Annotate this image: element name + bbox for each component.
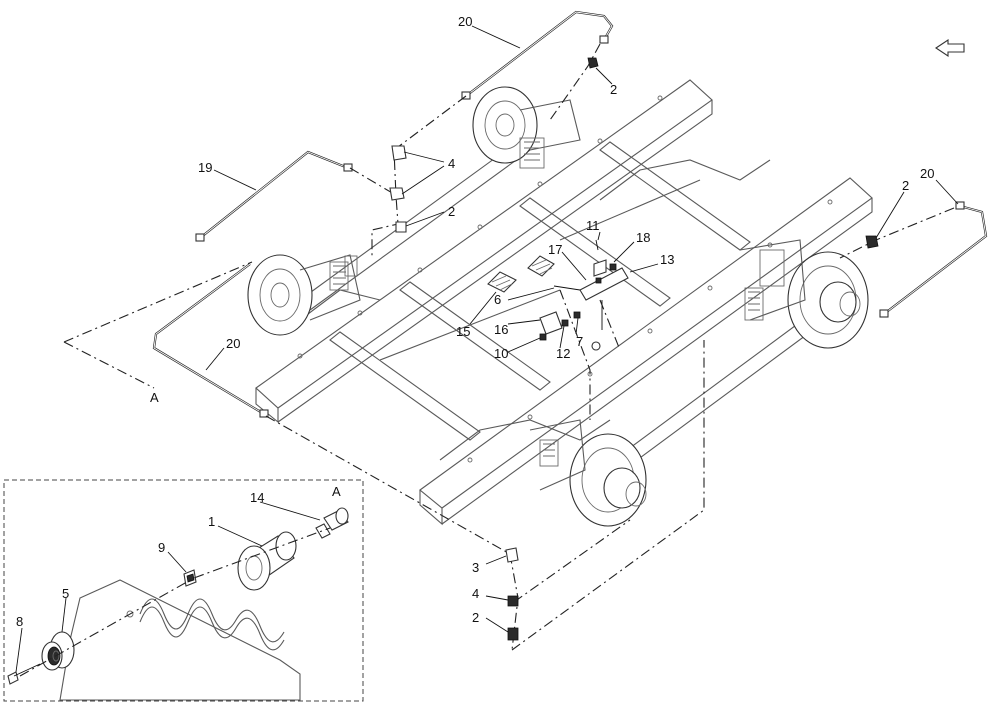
callout-2-bottom: 2	[472, 610, 479, 625]
callout-19: 19	[198, 160, 212, 175]
callout-12: 12	[556, 346, 570, 361]
brake-drum-left	[247, 254, 361, 336]
brake-lines	[152, 10, 988, 418]
fittings	[389, 57, 879, 641]
callout-1: 1	[208, 514, 215, 529]
leader-lines	[205, 25, 959, 633]
brake-drum-top	[472, 86, 581, 169]
callout-14: 14	[250, 490, 264, 505]
brake-drum-bottom	[529, 419, 647, 527]
callout-a-detail: A	[332, 484, 341, 499]
part-14-fitting	[315, 507, 349, 539]
callout-15: 15	[456, 324, 470, 339]
callout-2-top: 2	[610, 82, 617, 97]
callout-11: 11	[586, 218, 600, 233]
callout-8: 8	[16, 614, 23, 629]
callout-9: 9	[158, 540, 165, 555]
valve-bracket-group	[487, 239, 629, 351]
callout-20-top: 20	[458, 14, 472, 29]
view-direction-arrow-icon	[935, 38, 965, 58]
callout-13: 13	[660, 252, 674, 267]
callout-2-right: 2	[902, 178, 909, 193]
callout-20-left: 20	[226, 336, 240, 351]
callout-labels: 20 2 19 4 2 2 20 11 18 17 13 6 15 16 7 1…	[16, 14, 934, 629]
center-lines	[63, 43, 955, 651]
callout-18: 18	[636, 230, 650, 245]
callout-4-bottom: 4	[472, 586, 479, 601]
callout-a-main: A	[150, 390, 159, 405]
callout-16: 16	[494, 322, 508, 337]
callout-3: 3	[472, 560, 479, 575]
detail-view-a	[3, 479, 364, 702]
part-5-valve	[41, 631, 75, 671]
spring-17	[527, 255, 555, 277]
callout-7: 7	[576, 334, 583, 349]
callout-10: 10	[494, 346, 508, 361]
callout-4-mid: 4	[448, 156, 455, 171]
callout-20-right: 20	[920, 166, 934, 181]
callout-2-mid: 2	[448, 204, 455, 219]
axle-assemblies	[247, 86, 869, 527]
callout-17: 17	[548, 242, 562, 257]
chassis-frame	[255, 79, 873, 526]
part-8-screw	[7, 663, 41, 685]
callout-6: 6	[494, 292, 501, 307]
brake-drum-right	[739, 239, 869, 349]
part-9-nut	[183, 569, 197, 587]
part-1-canister	[237, 531, 297, 591]
spring-15	[487, 271, 517, 293]
callout-5: 5	[62, 586, 69, 601]
